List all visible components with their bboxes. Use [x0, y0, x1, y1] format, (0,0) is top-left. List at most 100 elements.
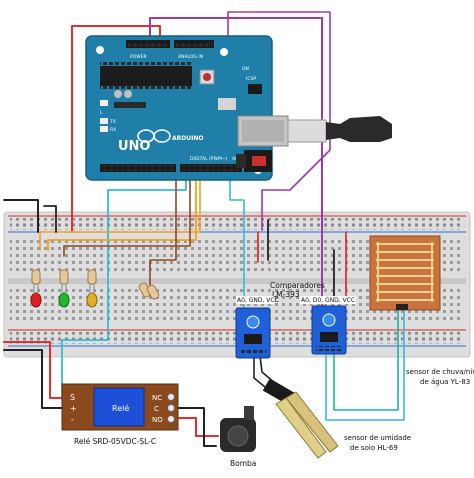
wire-orange-1	[47, 171, 197, 251]
atmega-pins-bottom	[100, 86, 192, 90]
wire-rain-2	[333, 309, 399, 411]
label-rx: RX	[110, 127, 116, 133]
wires	[3, 11, 405, 447]
relay-screw-no	[167, 415, 175, 423]
rain-sensor-caption-2: de água YL-83	[420, 378, 470, 386]
soil-sensor-probe-1	[285, 391, 339, 453]
comparator-rain-chip	[320, 332, 338, 342]
comparator-rain-pot	[322, 313, 336, 327]
icsp-header	[248, 84, 262, 94]
relay-screw-c	[167, 404, 175, 412]
header-digital-1-pins	[102, 165, 174, 171]
power-jack-dot	[252, 156, 266, 166]
soil-sensor-probe-2	[275, 397, 327, 459]
comparator-soil-pinlabel-bg	[236, 296, 274, 304]
arduino-uno-board: POWER ANALOG IN DIGITAL (PWM~) L TX RX O…	[85, 35, 289, 181]
water-pump	[220, 406, 256, 452]
wire-gnd-black-2	[43, 205, 57, 233]
wire-brown-2	[149, 171, 177, 291]
header-analog-pins	[176, 41, 212, 47]
label-analog: ANALOG IN	[178, 54, 203, 60]
wire-orange-2	[39, 171, 201, 251]
leds	[30, 269, 160, 308]
label-on: ON	[242, 66, 249, 72]
comparators-title-1: Comparadores	[270, 281, 325, 290]
soil-sensor-caption-2: de solo HL-69	[350, 444, 398, 452]
rain-sensor-traces	[376, 242, 434, 302]
mounting-hole-2	[220, 48, 228, 56]
relay-pin-no: NO	[152, 416, 163, 424]
relay-body	[93, 387, 145, 427]
wire-5v-red	[71, 25, 161, 233]
usb-plug-boot	[326, 116, 392, 142]
label-power: POWER	[130, 54, 147, 60]
comparator-rain-pins	[316, 346, 342, 351]
relay-pin-nc: NC	[152, 394, 162, 402]
label-l: L	[100, 110, 103, 116]
led-tx	[100, 118, 108, 124]
led-rx	[100, 126, 108, 132]
header-power-pins	[128, 41, 168, 47]
comparator-soil-module	[235, 307, 271, 359]
relay-caption: Relé SRD-05VDC-SL-C	[74, 437, 156, 446]
capacitor-2	[124, 90, 132, 98]
comparator-soil-chip	[244, 334, 262, 344]
comparator-soil-pot	[246, 315, 260, 329]
mounting-hole-1	[96, 46, 104, 54]
comparator-rain-pinlabel-bg	[300, 296, 356, 304]
pump-outlet	[244, 406, 254, 420]
usb-port-inner	[242, 120, 284, 142]
arduino-logo: UNO ARDUINO	[118, 129, 203, 154]
rail-top-holes	[10, 218, 464, 230]
relay-pin-minus: -	[71, 415, 74, 424]
wire-purple-rain	[149, 17, 323, 311]
reset-button	[203, 73, 211, 81]
wire-purple-2	[227, 11, 331, 231]
relay-module: Relé S + - NC C NO	[61, 383, 179, 431]
wire-vcc-relay	[3, 341, 63, 399]
resistor-5	[146, 284, 160, 300]
led-green	[58, 284, 70, 308]
wire-cyan-soil	[229, 171, 245, 311]
usb-plug	[287, 119, 327, 143]
relay-pin-c: C	[154, 405, 159, 413]
wire-relay-pump-red	[175, 417, 219, 437]
power-jack-front	[236, 154, 246, 168]
comparator-soil-pcb	[235, 307, 271, 359]
rain-sensor-caption-1: sensor de chuva/nível	[406, 368, 474, 376]
wire-relay-pump-black	[175, 407, 217, 447]
header-digital-2-pins	[182, 165, 240, 171]
wire-gnd-relay	[3, 349, 63, 409]
comparator-rain-module	[311, 305, 347, 355]
pump-caption: Bomba	[230, 459, 256, 468]
led-l	[100, 100, 108, 106]
model-label: UNO	[118, 139, 151, 154]
comparator-rain-pinlabel: A0, D0, GND, VCC	[301, 297, 355, 304]
wire-rain-1	[325, 309, 405, 421]
label-tx: TX	[109, 119, 116, 125]
usb-cable	[287, 116, 392, 143]
atmega-chip	[100, 66, 192, 86]
crystal	[218, 98, 236, 110]
wire-brown-1	[63, 171, 191, 257]
capacitor-1	[114, 90, 122, 98]
resistor-3	[87, 269, 97, 285]
rain-sensor	[369, 235, 441, 311]
relay-screw-nc	[167, 393, 175, 401]
led-red	[30, 284, 42, 308]
comparators-title-2: LM-393	[272, 290, 300, 299]
soil-sensor	[262, 378, 339, 459]
resistor-2	[59, 269, 69, 285]
brand-label: ARDUINO	[172, 135, 203, 142]
comparator-soil-pinlabel: A0, GND, VCC	[237, 297, 279, 304]
resistors	[31, 269, 160, 300]
relay-pin-plus: +	[70, 404, 77, 413]
smd-chip	[114, 102, 146, 108]
soil-sensor-caption-1: sensor de umidade	[344, 434, 411, 442]
wire-cyan-relay-signal	[61, 171, 187, 401]
led-yellow	[86, 284, 98, 308]
rain-sensor-connector	[396, 304, 408, 310]
comparator-soil-pins	[240, 350, 266, 355]
